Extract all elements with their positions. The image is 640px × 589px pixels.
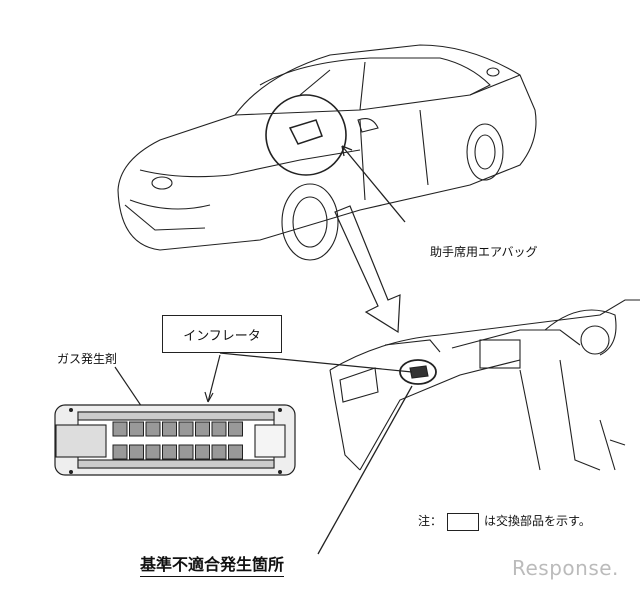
pellet — [129, 444, 144, 460]
airbag-location-circle — [265, 94, 347, 176]
note-suffix: は交換部品を示す。 — [484, 514, 591, 528]
airbag-module — [288, 119, 323, 145]
car-illustration — [117, 44, 537, 261]
inflator-label: インフレータ — [183, 328, 261, 344]
pellet — [129, 421, 144, 437]
hollow-arrow — [334, 205, 401, 334]
pellet — [162, 444, 177, 460]
pellet — [195, 444, 210, 460]
pellet — [145, 421, 161, 437]
response-watermark: Response. — [512, 556, 619, 580]
pellet — [112, 421, 128, 437]
inflator-cross-section — [54, 404, 296, 476]
replacement-note: 注： は交換部品を示す。 — [418, 512, 591, 531]
inflator-label-box: インフレータ — [162, 315, 282, 353]
legend-box — [447, 512, 480, 531]
pellet — [178, 421, 194, 437]
pellet — [162, 421, 177, 437]
pellet — [145, 444, 161, 460]
note-prefix: 注： — [418, 514, 443, 528]
pellet — [228, 421, 243, 437]
pellet — [211, 421, 227, 437]
dashboard-illustration — [329, 299, 640, 471]
pellet — [228, 444, 243, 460]
airbag-label: 助手席用エアバッグ — [430, 245, 538, 259]
gas-generant-label: ガス発生剤 — [57, 352, 118, 366]
dashboard-airbag-circle — [399, 359, 437, 385]
pellet — [211, 444, 227, 460]
pellet — [178, 444, 194, 460]
defect-location-label: 基準不適合発生箇所 — [140, 551, 285, 577]
pellet — [112, 444, 128, 460]
pellet — [195, 421, 210, 437]
gas-generant-pellets — [112, 421, 243, 460]
